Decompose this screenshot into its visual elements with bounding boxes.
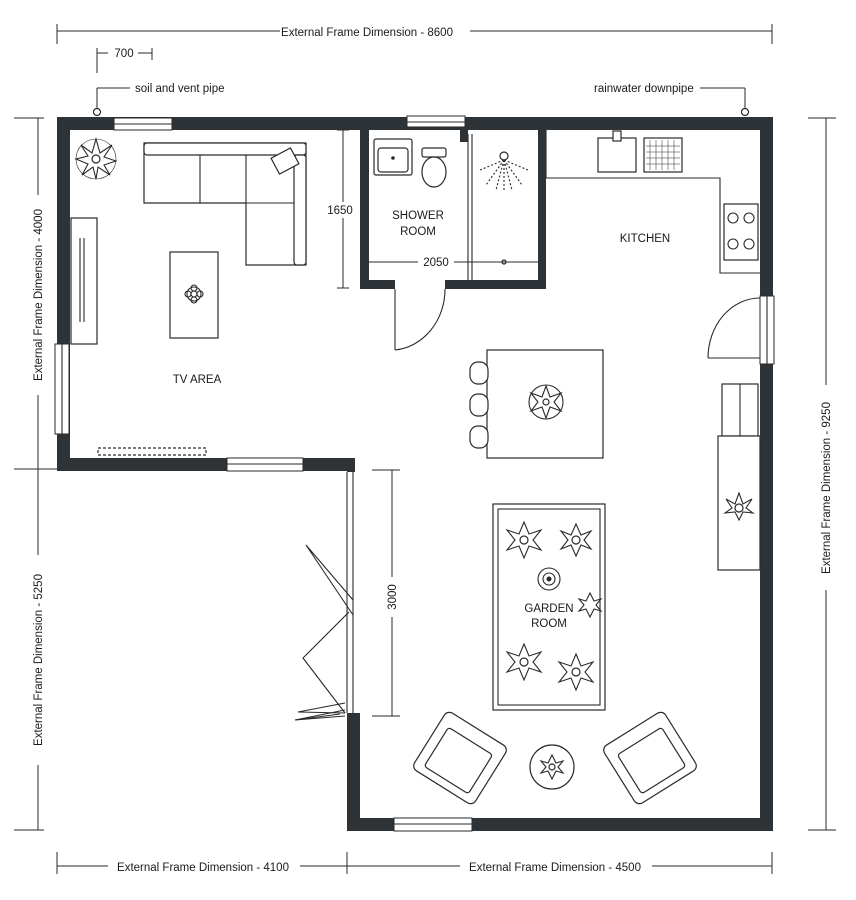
right-dimension-label: External Frame Dimension - 9250 [821, 402, 833, 574]
flower-icon [559, 522, 593, 558]
shower-width-label: 2050 [423, 257, 449, 269]
side-table [529, 744, 575, 790]
tv-area: TV AREA [70, 136, 307, 456]
left-dimensions: External Frame Dimension - 4000 External… [14, 117, 60, 831]
sink [597, 137, 637, 173]
side-counter [717, 435, 761, 571]
flower-icon [577, 591, 603, 619]
chair [469, 393, 489, 417]
flower-icon [539, 753, 565, 781]
plant-icon [74, 136, 118, 180]
shower-dimensions: 1650 2050 [327, 129, 538, 289]
shower-room-fixtures: SHOWER ROOM [373, 138, 529, 238]
kitchen: KITCHEN [545, 130, 761, 571]
bifold-doors [294, 472, 354, 721]
soil-vent-pipe: soil and vent pipe [92, 83, 225, 117]
windows [54, 115, 775, 832]
flower-icon [505, 520, 543, 560]
flower-icon [184, 284, 204, 304]
bottom-right-dimension-label: External Frame Dimension - 4500 [469, 862, 641, 874]
kitchen-label: KITCHEN [620, 233, 670, 245]
flower-icon [505, 642, 543, 682]
garden-rug: GARDEN ROOM [492, 503, 606, 711]
tv-area-label: TV AREA [173, 374, 222, 386]
bottom-dimensions: External Frame Dimension - 4100 External… [56, 852, 773, 874]
door-opening-label: 3000 [387, 584, 399, 610]
armchair-left [413, 711, 507, 805]
exterior-walls [57, 117, 773, 831]
hob [723, 203, 759, 261]
rainwater-downpipe: rainwater downpipe [594, 83, 750, 117]
pipe-offset-dimension: 700 [96, 45, 153, 73]
bottom-left-dimension-label: External Frame Dimension - 4100 [117, 862, 289, 874]
flower-icon [557, 652, 595, 692]
door-opening-dimension: 3000 [372, 469, 400, 717]
shower-depth-label: 1650 [327, 205, 353, 217]
left-lower-dimension-label: External Frame Dimension - 5250 [33, 574, 45, 746]
coffee-table [169, 251, 219, 339]
dining-table [469, 349, 604, 459]
top-dimension: External Frame Dimension - 8600 [56, 23, 773, 44]
shower-head-icon [479, 151, 529, 192]
top-dimension-label: External Frame Dimension - 8600 [281, 27, 453, 39]
left-upper-dimension-label: External Frame Dimension - 4000 [33, 209, 45, 381]
garden-room-label-2: ROOM [531, 618, 567, 630]
radiator [97, 447, 207, 456]
garden-room-label-1: GARDEN [524, 603, 573, 615]
right-dimension: External Frame Dimension - 9250 [808, 117, 836, 831]
pipe-offset-label: 700 [114, 48, 133, 60]
chair [469, 361, 489, 385]
chair [469, 425, 489, 449]
shower-room-door [394, 288, 446, 351]
toilet [421, 147, 447, 158]
corner-sofa [143, 142, 307, 266]
drainer [643, 137, 683, 173]
soil-pipe-label: soil and vent pipe [135, 83, 225, 95]
plant-icon [722, 491, 756, 522]
armchair-right [603, 711, 697, 805]
rainwater-label: rainwater downpipe [594, 83, 694, 95]
shower-room-label-1: SHOWER [392, 210, 444, 222]
shower-room-label-2: ROOM [400, 226, 436, 238]
